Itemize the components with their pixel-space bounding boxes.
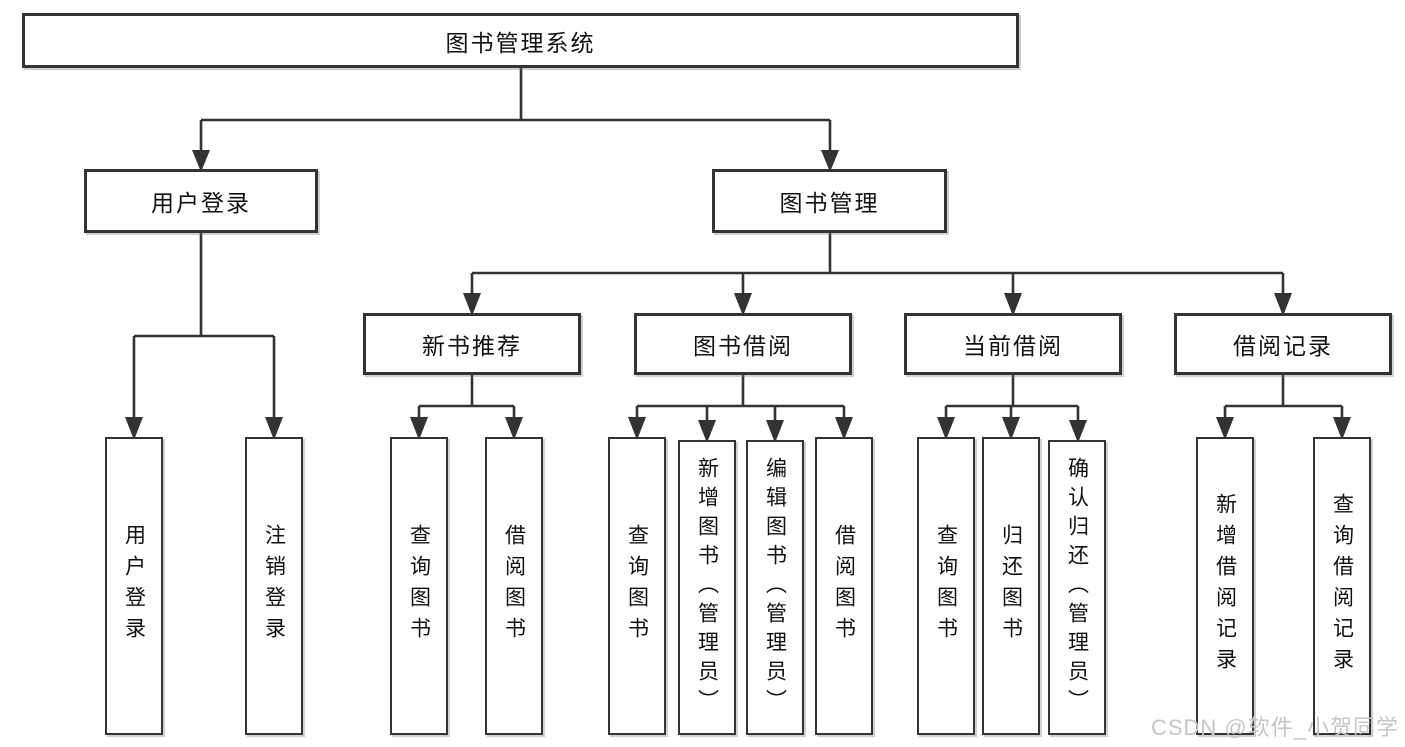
node-book-management-label: 图书管理: [779, 190, 880, 216]
leaf-user-login-label: 用户登录: [122, 524, 146, 648]
leaf-return-books-label: 归还图书: [999, 524, 1023, 648]
leaf-query-borrow-record: 查询借阅记录: [1313, 437, 1371, 735]
node-borrow-record-label: 借阅记录: [1233, 333, 1333, 359]
leaf-query-books-recommend: 查询图书: [390, 437, 448, 735]
leaf-logout-label: 注销登录: [262, 524, 286, 648]
leaf-user-login: 用户登录: [105, 437, 163, 735]
leaf-query-books-current-label: 查询图书: [934, 524, 958, 648]
leaf-add-books-admin: 新增图书（管理员）: [678, 440, 736, 735]
arrowhead-icons: [125, 150, 1351, 443]
leaf-confirm-return-admin: 确认归还（管理员）: [1048, 440, 1106, 735]
node-book-borrow-label: 图书借阅: [693, 333, 793, 359]
leaf-query-books-borrow: 查询图书: [608, 437, 666, 735]
leaf-borrow-books-recommend: 借阅图书: [485, 437, 543, 735]
node-book-management: 图书管理: [712, 169, 947, 233]
leaf-query-books-borrow-label: 查询图书: [625, 524, 649, 648]
node-root-system: 图书管理系统: [22, 13, 1019, 68]
leaf-query-books-current: 查询图书: [917, 437, 975, 735]
leaf-borrow-books: 借阅图书: [815, 437, 873, 735]
node-root-system-label: 图书管理系统: [445, 29, 596, 56]
node-current-borrow-label: 当前借阅: [963, 333, 1063, 359]
leaf-confirm-return-admin-label: 确认归还（管理员）: [1065, 457, 1089, 718]
csdn-watermark: CSDN @软件_小贺同学: [1150, 715, 1399, 740]
leaf-borrow-books-label: 借阅图书: [832, 524, 856, 648]
leaf-query-books-recommend-label: 查询图书: [407, 524, 431, 648]
leaf-edit-books-admin-label: 编辑图书（管理员）: [763, 457, 787, 718]
leaf-return-books: 归还图书: [982, 437, 1040, 735]
node-borrow-record: 借阅记录: [1174, 313, 1392, 375]
node-new-book-recommend: 新书推荐: [363, 313, 581, 375]
leaf-add-borrow-record-label: 新增借阅记录: [1213, 493, 1237, 679]
leaf-add-borrow-record: 新增借阅记录: [1196, 437, 1254, 735]
leaf-query-borrow-record-label: 查询借阅记录: [1330, 493, 1354, 679]
node-new-book-recommend-label: 新书推荐: [422, 333, 522, 359]
node-user-login: 用户登录: [84, 169, 318, 233]
leaf-logout: 注销登录: [245, 437, 303, 735]
node-current-borrow: 当前借阅: [904, 313, 1122, 375]
node-user-login-label: 用户登录: [151, 190, 251, 216]
leaf-borrow-books-recommend-label: 借阅图书: [502, 524, 526, 648]
leaf-edit-books-admin: 编辑图书（管理员）: [746, 440, 804, 735]
leaf-add-books-admin-label: 新增图书（管理员）: [695, 457, 719, 718]
node-book-borrow: 图书借阅: [634, 313, 852, 375]
